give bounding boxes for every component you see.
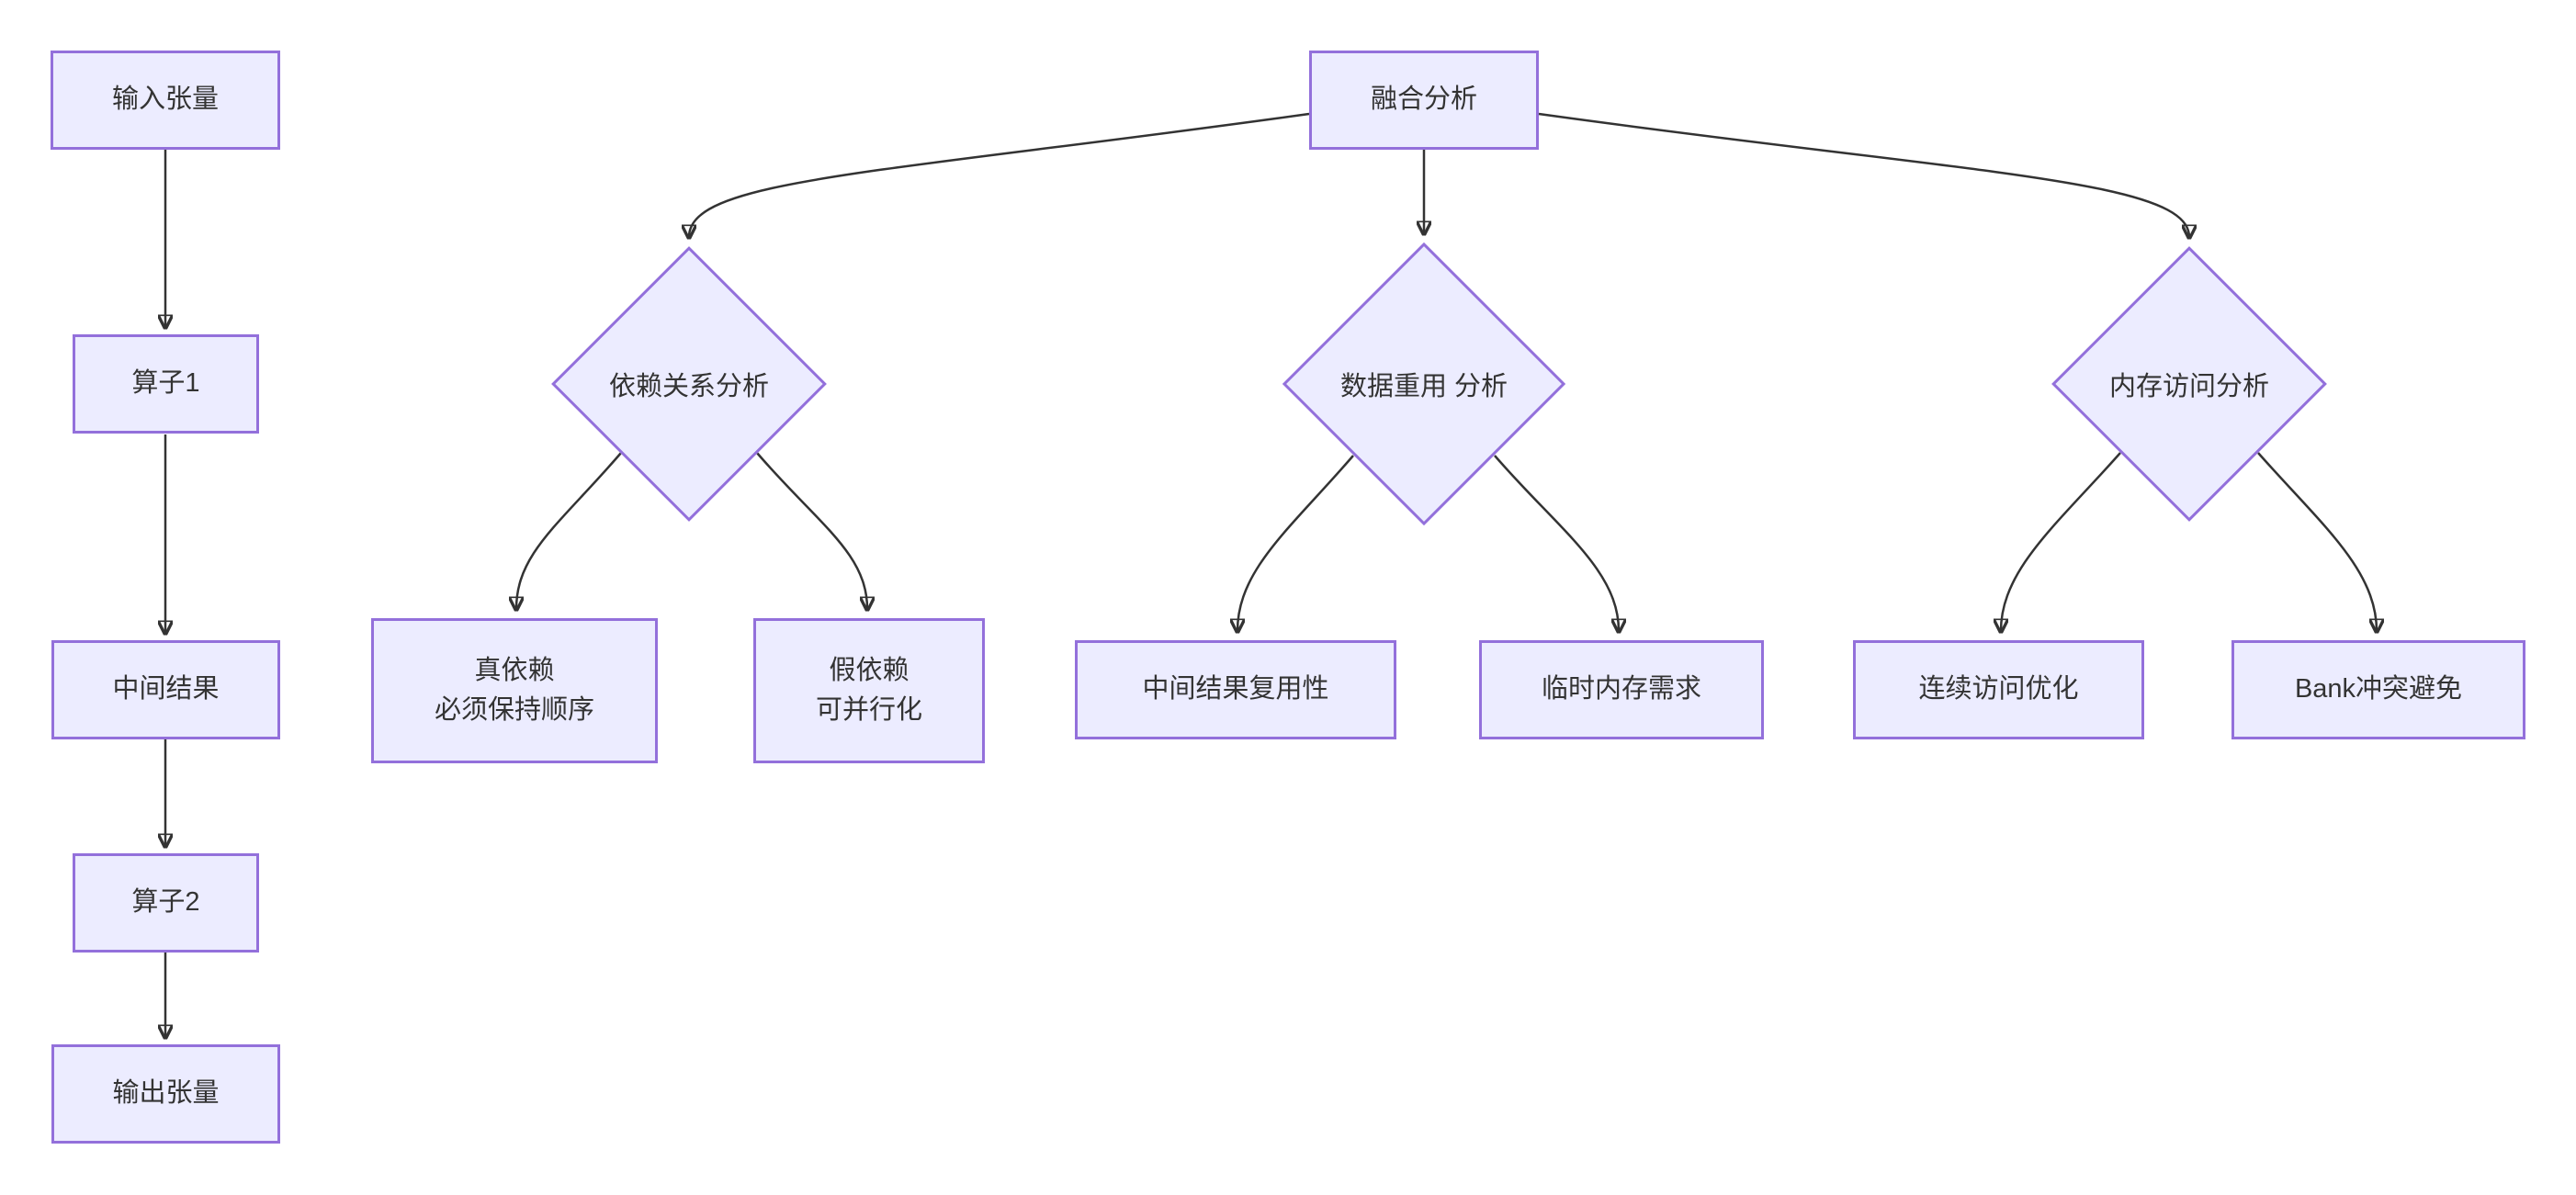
node-true-dependency: 真依赖 必须保持顺序 xyxy=(371,618,658,763)
node-label: 输出张量 xyxy=(112,1078,220,1109)
edge-memory-access-to-bank-conflict xyxy=(2257,452,2377,631)
edge-root-to-memory-access xyxy=(1538,112,2189,237)
edge-dependency-to-true-dep xyxy=(516,452,622,609)
edge-root-to-dependency xyxy=(689,112,1310,237)
node-label: 连续访问优化 xyxy=(1918,674,2079,705)
node-label: Bank冲突避免 xyxy=(2294,674,2463,705)
node-label-line2: 可并行化 xyxy=(815,695,922,725)
node-input-tensor: 输入张量 xyxy=(51,51,280,150)
edge-dependency-to-false-dep xyxy=(756,452,867,609)
node-temp-memory-requirement: 临时内存需求 xyxy=(1479,640,1764,739)
diamond-dependency-analysis: 依赖关系分析 xyxy=(551,246,827,522)
node-label: 临时内存需求 xyxy=(1541,674,1701,705)
diamond-memory-access-analysis: 内存访问分析 xyxy=(2051,246,2327,522)
diamond-data-reuse-analysis: 数据重用 分析 xyxy=(1282,242,1566,526)
node-label: 算子1 xyxy=(131,368,200,399)
node-operator2: 算子2 xyxy=(73,853,259,953)
node-label-line1: 真依赖 xyxy=(474,655,555,685)
node-label: 数据重用 分析 xyxy=(1339,372,1508,401)
node-label: 中间结果 xyxy=(112,674,220,705)
node-label: 融合分析 xyxy=(1370,85,1477,115)
node-label-line1: 假依赖 xyxy=(829,655,910,685)
node-contiguous-access-optimization: 连续访问优化 xyxy=(1853,640,2144,739)
node-label: 算子2 xyxy=(131,887,200,918)
node-fusion-analysis: 融合分析 xyxy=(1309,51,1539,150)
edge-data-reuse-to-intermediate-reuse xyxy=(1237,455,1354,631)
node-label: 输入张量 xyxy=(111,85,219,115)
node-intermediate-reusability: 中间结果复用性 xyxy=(1075,640,1396,739)
node-label: 依赖关系分析 xyxy=(608,372,769,401)
edge-memory-access-to-contiguous xyxy=(2001,452,2121,631)
node-false-dependency: 假依赖 可并行化 xyxy=(753,618,985,763)
node-output-tensor: 输出张量 xyxy=(51,1044,280,1144)
node-bank-conflict-avoidance: Bank冲突避免 xyxy=(2231,640,2525,739)
node-label-line2: 必须保持顺序 xyxy=(434,695,594,725)
node-label: 中间结果复用性 xyxy=(1142,674,1329,705)
node-operator1: 算子1 xyxy=(73,334,259,434)
node-intermediate-result: 中间结果 xyxy=(51,640,280,739)
node-label: 内存访问分析 xyxy=(2108,372,2269,401)
edge-data-reuse-to-temp-memory xyxy=(1494,455,1619,631)
